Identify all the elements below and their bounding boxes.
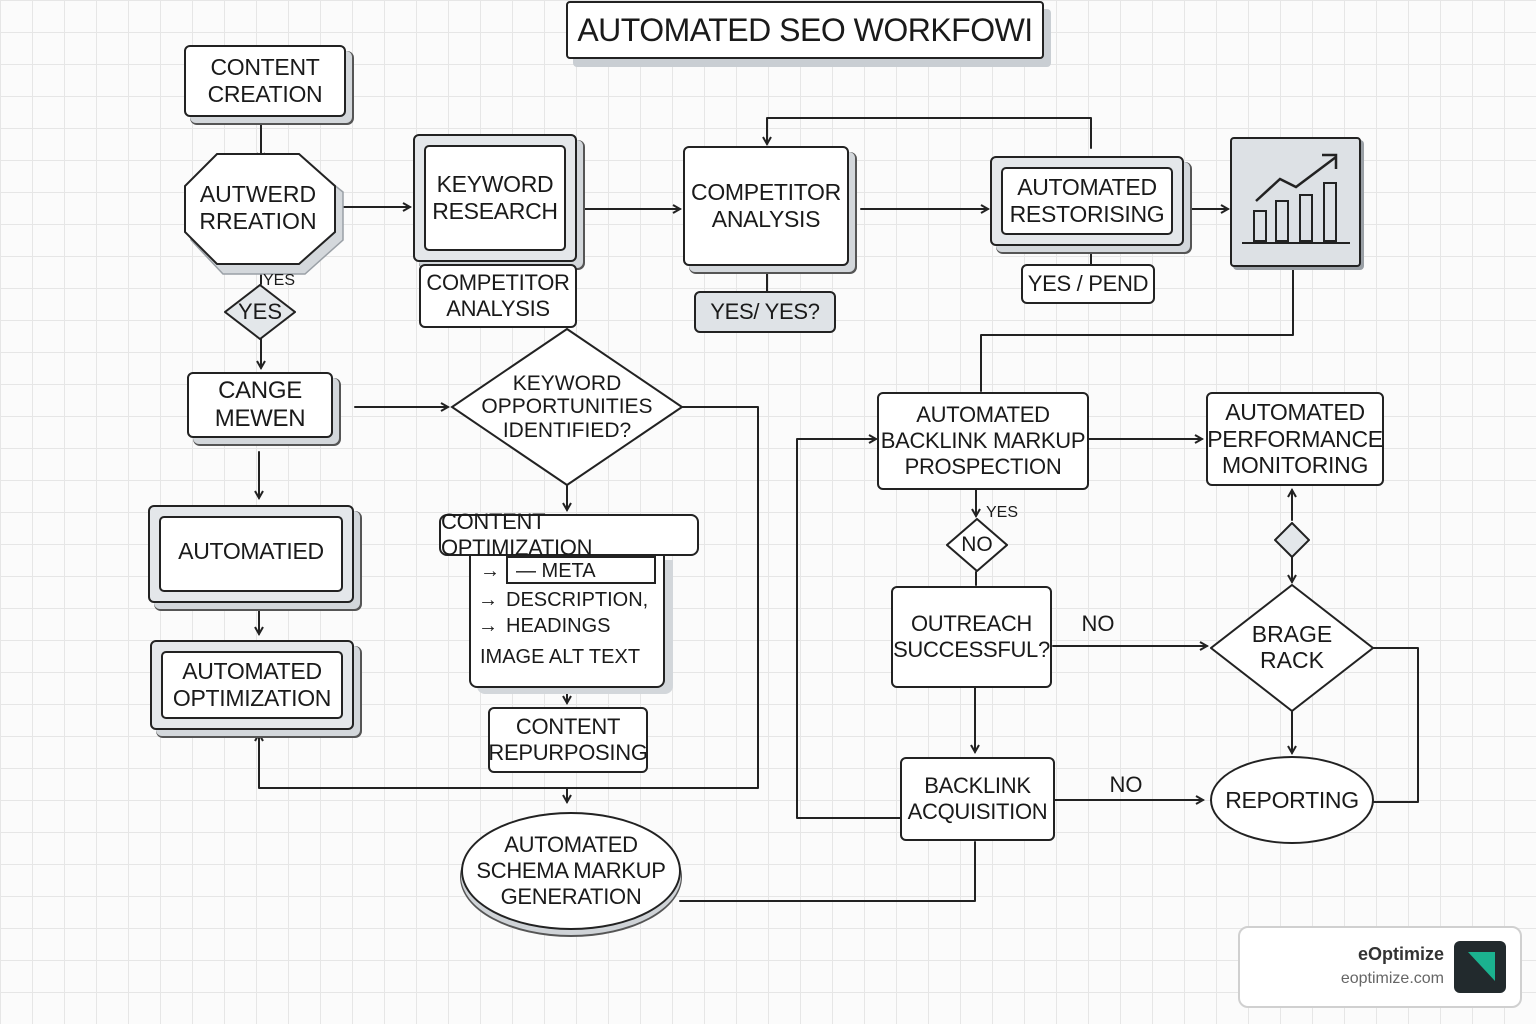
edge-label-yes-top: YES [262,272,295,289]
diamond-shape [224,284,296,340]
node-keyword-opportunities-label: KEYWORD OPPORTUNITIES IDENTIFIED? [481,371,653,442]
node-small-diamond [1274,522,1310,558]
node-keyword-research[interactable]: KEYWORD RESEARCH [413,134,577,262]
diamond-shape [946,518,1008,572]
edge-schema-to-backlink [679,841,976,902]
node-reporting[interactable]: REPORTING [1210,756,1374,844]
node-yes-diamond[interactable]: YES [224,284,296,340]
node-competitor-analysis[interactable]: COMPETITOR ANALYSIS [683,146,849,266]
edge-restorising-loop-back [767,117,1092,149]
node-automated-schema[interactable]: AUTOMATED SCHEMA MARKUP GENERATION [461,812,681,930]
node-competitor-analysis-small[interactable]: COMPETITOR ANALYSIS [419,264,577,328]
node-automated-performance[interactable]: AUTOMATED PERFORMANCE MONITORING [1206,392,1384,486]
node-yes-yes[interactable]: YES/ YES? [694,291,836,333]
opt-item-image-alt: IMAGE ALT TEXT [480,646,641,668]
edge-label-yes-mid: YES [985,504,1018,521]
edge-backlink-loop-to-prospection [796,439,901,819]
chart-glyph [1242,153,1350,244]
edge-label-no-outreach: NO [1081,611,1115,636]
node-content-creation[interactable]: CONTENT CREATION [184,45,346,117]
content-optimization-header: CONTENT OPTIMIZATION [439,509,699,560]
opt-arrow-2: → [478,589,498,611]
node-brage-rack[interactable]: BRAGE RACK [1210,584,1374,712]
edge-chart-to-backlink [980,267,1294,392]
node-autwerd-label: AUTWERD RREATION [199,181,317,234]
brand-name: eOptimize [1357,944,1444,964]
diamond-shape [1274,522,1310,558]
node-autwerd-rreation[interactable]: AUTWERD RREATION [183,152,344,275]
edge-brage-reporting-loop [1373,647,1419,803]
node-keyword-research-inner: KEYWORD RESEARCH [424,145,566,251]
node-automated-restorising-inner: AUTOMATED RESTORISING [1001,167,1173,235]
diamond-shape [450,327,684,487]
page-title: AUTOMATED SEO WORKFOWI [566,1,1044,59]
node-backlink-prospection[interactable]: AUTOMATED BACKLINK MARKUP PROSPECTION [877,392,1089,490]
node-no-label: NO [961,533,993,557]
node-automated-restorising[interactable]: AUTOMATED RESTORISING [990,156,1184,246]
node-content-optimization[interactable]: CONTENT OPTIMIZATION [439,509,699,688]
node-yes-pend[interactable]: YES / PEND [1021,264,1155,304]
node-automated-optimization-inner: AUTOMATED OPTIMIZATION [161,651,343,719]
opt-arrow-1: → [480,560,500,582]
node-backlink-acquisition[interactable]: BACKLINK ACQUISITION [900,757,1055,841]
edge-keywordopp-loop [259,406,759,789]
opt-item-meta: — META [516,560,596,582]
meta-frame [506,556,656,584]
opt-arrow-3: → [478,615,498,637]
eoptimize-logo-icon [1454,941,1506,993]
bar-chart-trend-icon [1230,137,1361,267]
opt-item-description: DESCRIPTION, [506,589,649,611]
node-cange-mewen[interactable]: CANGE MEWEN [187,372,333,438]
content-optimization-body [469,554,665,688]
node-automatied-inner: AUTOMATIED [159,516,343,592]
opt-item-headings: HEADINGS [506,615,611,637]
logo-glyph [1468,952,1495,981]
octagon-shape [184,153,344,275]
node-outreach-successful[interactable]: OUTREACH SUCCESSFUL? [891,586,1052,688]
edge-label-no-backlink: NO [1109,772,1143,797]
node-no-diamond[interactable]: NO [946,518,1008,572]
node-brage-rack-label: BRAGE RACK [1251,621,1333,673]
node-yes-label: YES [237,298,283,324]
diamond-shape [1210,584,1374,712]
node-keyword-opportunities[interactable]: KEYWORD OPPORTUNITIES IDENTIFIED? [450,327,684,487]
node-automatied[interactable]: AUTOMATIED [148,505,354,603]
node-automated-optimization[interactable]: AUTOMATED OPTIMIZATION [150,640,354,730]
node-content-repurposing[interactable]: CONTENT REPURPOSING [488,707,648,773]
brand-url: eoptimize.com [1340,970,1444,987]
brand-watermark: eOptimize eoptimize.com [1238,926,1522,1008]
